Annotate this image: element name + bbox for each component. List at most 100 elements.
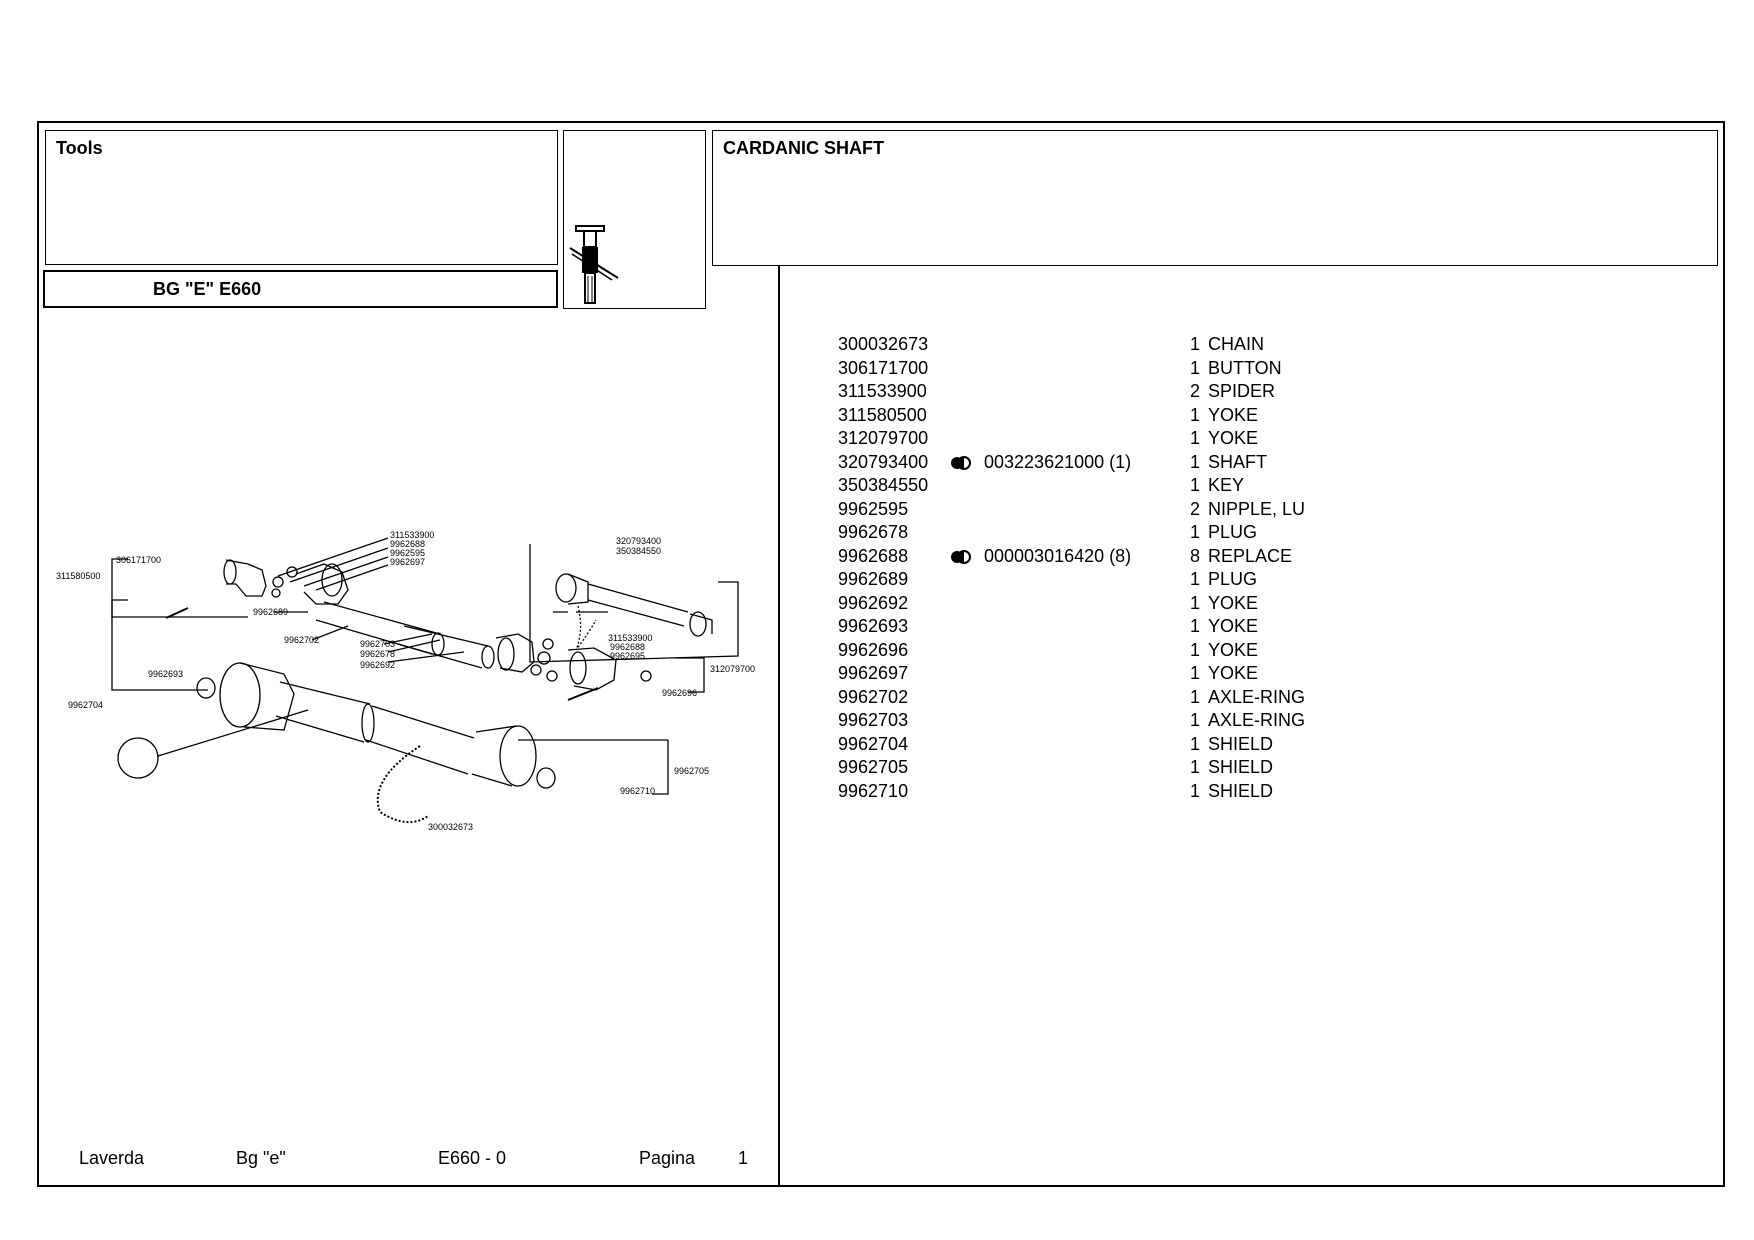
diagram-label: 311533900 [608, 633, 652, 643]
diagram-label: 9962693 [148, 669, 183, 679]
part-description: SPIDER [1208, 381, 1276, 401]
section-title-box [712, 130, 1718, 266]
part-number: 306171700 [838, 357, 929, 378]
column-divider [778, 266, 780, 1187]
part-description: BUTTON [1208, 357, 1282, 378]
part-replacement: 003223621000 (1) [984, 451, 1132, 472]
part-description: SHIELD [1208, 757, 1274, 777]
part-number: 9962703 [838, 710, 909, 730]
footer-code: E660 - 0 [438, 1148, 507, 1168]
diagram-label: 350384550 [616, 546, 661, 556]
part-quantity: 1 [1189, 733, 1200, 754]
part-quantity: 1 [1189, 710, 1200, 730]
part-number: 9962693 [838, 616, 909, 636]
part-replacement: 000003016420 (8) [984, 545, 1132, 566]
part-number: 9962696 [838, 639, 909, 660]
part-description: YOKE [1208, 639, 1259, 660]
diagram-label: 9962697 [390, 557, 425, 567]
model-name: BG "E" E660 [153, 279, 262, 299]
part-quantity: 1 [1189, 757, 1200, 777]
diagram-label: 311580500 [56, 571, 100, 581]
section-title: CARDANIC SHAFT [723, 138, 884, 158]
part-description: SHIELD [1208, 780, 1274, 801]
part-number: 350384550 [838, 475, 929, 495]
part-quantity: 1 [1189, 569, 1200, 589]
part-number: 9962689 [838, 569, 909, 589]
icon-box [563, 130, 706, 309]
part-quantity: 1 [1189, 451, 1200, 472]
part-description: PLUG [1208, 522, 1258, 542]
part-number: 9962702 [838, 686, 909, 707]
part-description: PLUG [1208, 569, 1258, 589]
part-number: 311533900 [838, 381, 927, 401]
tool-shaft-icon [569, 225, 619, 304]
part-quantity: 8 [1189, 545, 1200, 566]
part-description: REPLACE [1208, 545, 1293, 566]
diagram-label: 9962689 [253, 607, 288, 617]
part-description: YOKE [1208, 616, 1259, 636]
part-description: YOKE [1208, 592, 1259, 613]
part-quantity: 1 [1189, 616, 1200, 636]
diagram-label: 9962688 [390, 539, 425, 549]
diagram-label: 9962678 [360, 649, 395, 659]
part-number: 9962704 [838, 733, 909, 754]
part-quantity: 1 [1189, 428, 1200, 448]
part-number: 9962710 [838, 780, 909, 801]
diagram-label: 306171700 [116, 555, 161, 565]
part-quantity: 1 [1189, 663, 1200, 683]
diagram-label: 311533900 [390, 530, 434, 540]
diagram-label: 9962595 [390, 548, 425, 558]
page-frame [37, 121, 1725, 1187]
replacement-symbol-icon [950, 451, 972, 475]
diagram-label: 9962705 [674, 766, 709, 776]
part-description: CHAIN [1208, 334, 1265, 354]
part-description: KEY [1208, 475, 1245, 495]
part-number: 320793400 [838, 451, 929, 472]
diagram-label: 9962688 [610, 642, 645, 652]
diagram-label: 300032673 [428, 822, 473, 832]
part-description: SHIELD [1208, 733, 1274, 754]
part-quantity: 1 [1189, 522, 1200, 542]
diagram-label: 9962710 [620, 786, 655, 796]
cardanic-shaft-diagram: 320793400 350384550 311533900 9962688 99… [56, 530, 755, 832]
tools-title-box [45, 130, 558, 265]
part-number: 9962678 [838, 522, 909, 542]
part-description: YOKE [1208, 428, 1259, 448]
part-quantity: 1 [1189, 592, 1200, 613]
part-description: AXLE-RING [1208, 686, 1306, 707]
footer-page-label: Pagina [639, 1148, 696, 1168]
footer-page-number: 1 [738, 1148, 749, 1168]
part-number: 9962705 [838, 757, 909, 777]
diagram-label: 9962702 [284, 635, 319, 645]
part-number: 9962595 [838, 498, 909, 519]
diagram-label: 9962704 [68, 700, 103, 710]
part-number: 300032673 [838, 334, 929, 354]
diagram-label: 9962692 [360, 660, 395, 670]
part-description: SHAFT [1208, 451, 1268, 472]
part-description: NIPPLE, LU [1208, 498, 1306, 519]
part-quantity: 1 [1189, 357, 1200, 378]
part-quantity: 1 [1189, 404, 1200, 425]
replacement-symbol-icon [950, 545, 972, 569]
footer-model: Bg "e" [236, 1148, 286, 1168]
part-quantity: 1 [1189, 780, 1200, 801]
part-number: 9962692 [838, 592, 909, 613]
diagram-label: 312079700 [710, 664, 755, 674]
diagram-label: 9962695 [610, 651, 645, 661]
part-description: AXLE-RING [1208, 710, 1306, 730]
model-box [43, 270, 558, 308]
part-description: YOKE [1208, 404, 1259, 425]
part-quantity: 2 [1189, 381, 1200, 401]
part-quantity: 2 [1189, 498, 1200, 519]
part-number: 311580500 [838, 404, 927, 425]
footer-brand: Laverda [79, 1148, 145, 1168]
part-number: 9962688 [838, 545, 909, 566]
part-quantity: 1 [1189, 686, 1200, 707]
tools-title: Tools [56, 138, 103, 158]
part-quantity: 1 [1189, 475, 1200, 495]
part-quantity: 1 [1189, 639, 1200, 660]
diagram-label: 9962703 [360, 639, 395, 649]
part-number: 9962697 [838, 663, 909, 683]
diagram-label: 9962696 [662, 688, 697, 698]
part-quantity: 1 [1189, 334, 1200, 354]
